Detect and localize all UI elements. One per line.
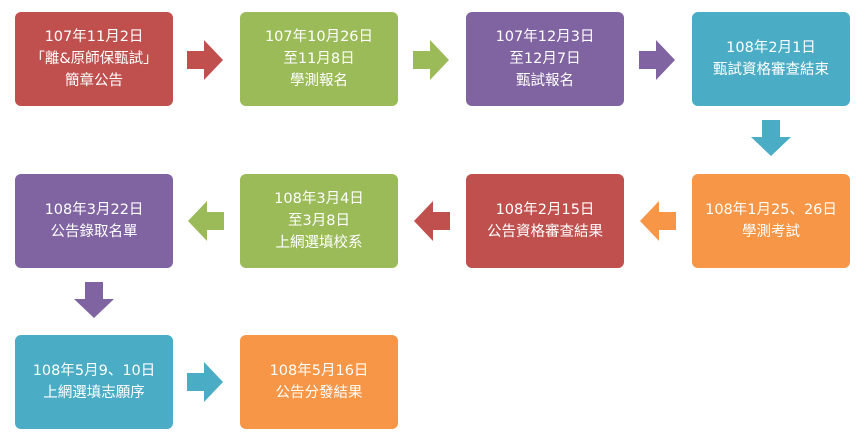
step-2-box: 107年10月26日 至11月8日 學測報名 bbox=[240, 12, 398, 106]
arrow-left-icon bbox=[188, 201, 224, 241]
step-6-line-1: 108年2月15日 bbox=[495, 202, 595, 218]
step-6-box: 108年2月15日 公告資格審查結果 bbox=[466, 174, 624, 268]
step-9-line-1: 108年5月9、10日 bbox=[32, 363, 156, 379]
step-4-box: 108年2月1日 甄試資格審查結束 bbox=[692, 12, 850, 106]
step-3-box: 107年12月3日 至12月7日 甄試報名 bbox=[466, 12, 624, 106]
arrow-right-icon bbox=[187, 362, 223, 402]
step-10-line-1: 108年5月16日 bbox=[269, 363, 369, 379]
arrow-down-icon bbox=[751, 120, 791, 156]
arrow-down-icon bbox=[74, 282, 114, 318]
step-2-line-2: 至11月8日 bbox=[283, 51, 355, 67]
step-3-line-3: 甄試報名 bbox=[516, 73, 574, 89]
step-7-line-1: 108年3月4日 bbox=[274, 191, 364, 207]
step-1-line-2: 「離&原師保甄試」 bbox=[30, 51, 158, 67]
arrow-right-icon bbox=[187, 40, 223, 80]
step-8-line-1: 108年3月22日 bbox=[44, 202, 144, 218]
arrow-left-icon bbox=[414, 201, 450, 241]
step-2-line-1: 107年10月26日 bbox=[264, 29, 374, 45]
step-10-line-2: 公告分發結果 bbox=[275, 385, 363, 401]
step-8-box: 108年3月22日 公告錄取名單 bbox=[15, 174, 173, 268]
step-7-box: 108年3月4日 至3月8日 上網選填校系 bbox=[240, 174, 398, 268]
step-6-line-2: 公告資格審查結果 bbox=[487, 224, 603, 240]
step-9-line-2: 上網選填志願序 bbox=[43, 385, 145, 401]
arrow-left-icon bbox=[640, 201, 676, 241]
step-7-line-2: 至3月8日 bbox=[288, 213, 350, 229]
step-1-line-3: 簡章公告 bbox=[65, 73, 123, 89]
step-1-line-1: 107年11月2日 bbox=[44, 29, 144, 45]
step-3-line-2: 至12月7日 bbox=[509, 51, 581, 67]
arrow-right-icon bbox=[413, 40, 449, 80]
step-1-box: 107年11月2日 「離&原師保甄試」 簡章公告 bbox=[15, 12, 173, 106]
step-7-line-3: 上網選填校系 bbox=[275, 235, 363, 251]
step-5-line-1: 108年1月25、26日 bbox=[705, 202, 837, 218]
step-3-line-1: 107年12月3日 bbox=[495, 29, 595, 45]
step-9-box: 108年5月9、10日 上網選填志願序 bbox=[15, 335, 173, 429]
step-5-line-2: 學測考試 bbox=[742, 224, 800, 240]
step-5-box: 108年1月25、26日 學測考試 bbox=[692, 174, 850, 268]
step-4-line-2: 甄試資格審查結束 bbox=[713, 62, 829, 78]
step-8-line-2: 公告錄取名單 bbox=[50, 224, 138, 240]
step-10-box: 108年5月16日 公告分發結果 bbox=[240, 335, 398, 429]
arrow-right-icon bbox=[639, 40, 675, 80]
step-2-line-3: 學測報名 bbox=[290, 73, 348, 89]
step-4-line-1: 108年2月1日 bbox=[726, 40, 816, 56]
